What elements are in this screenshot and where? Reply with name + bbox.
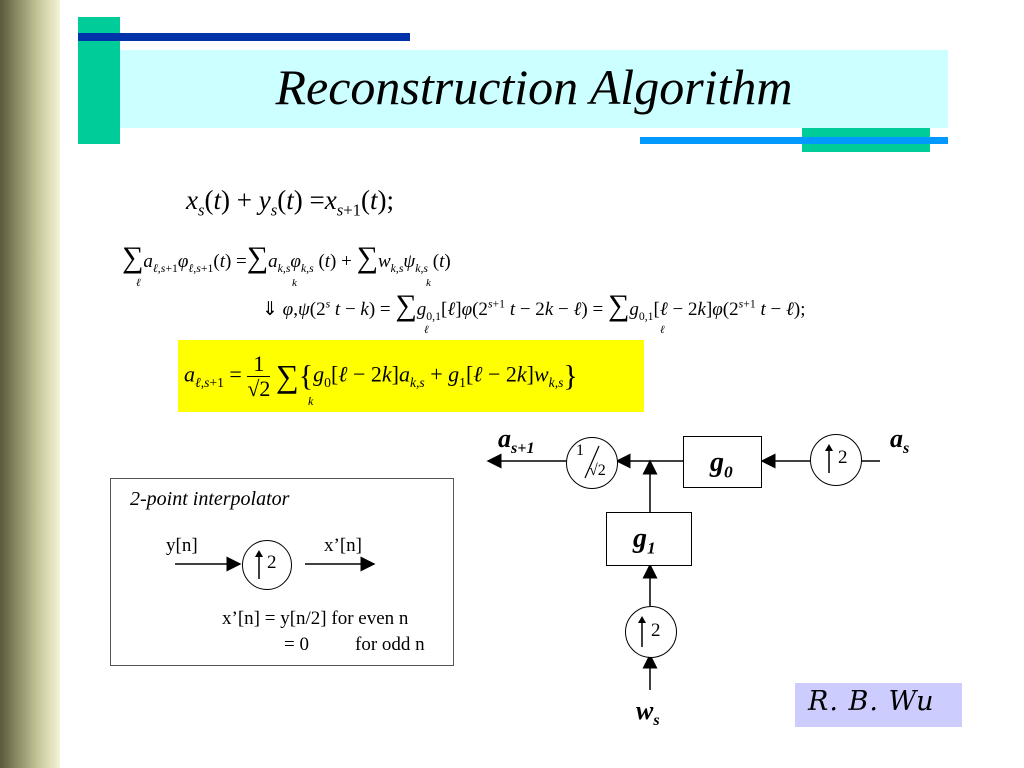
left-gradient-bar [0, 0, 60, 768]
interpolator-rule-2-value: = 0 [284, 634, 309, 655]
equation-4: aℓ,s+1 = 1 √2 ∑{g0[ℓ − 2k]ak,s + g1[ℓ − … [184, 351, 578, 402]
interpolator-input-label: y[n] [166, 535, 198, 556]
up-arrow-icon [255, 550, 263, 579]
sum-index-l-1: ℓ [136, 277, 141, 289]
interpolator-rule-2-cond: for odd n [355, 634, 425, 655]
interpolator-panel [110, 478, 454, 666]
interpolator-rule-1: x’[n] = y[n/2] for even n [222, 608, 409, 629]
sum-index-k-1: k [292, 277, 297, 289]
output-label: as+1 [498, 424, 535, 458]
upsample-factor-w: 2 [651, 620, 661, 641]
equation-1: xs(t) + ys(t) =xs+1(t); [186, 185, 395, 220]
input-a-label: as [890, 424, 910, 458]
up-arrow-icon [638, 616, 646, 647]
upsample-factor-a: 2 [838, 447, 848, 468]
upsampler-a: 2 [810, 434, 862, 486]
slide-title: Reconstruction Algorithm [275, 59, 793, 115]
title-background [120, 50, 948, 128]
interpolator-output-label: x’[n] [324, 535, 362, 556]
sum-index-k-3: k [308, 394, 314, 408]
title-blue-line-top [78, 33, 410, 41]
upsampler-w: 2 [625, 606, 677, 658]
interpolator-upsampler: 2 [242, 540, 292, 590]
title-blue-line-bottom [640, 137, 948, 144]
scale-denominator: √2 [589, 462, 606, 479]
sum-index-l-3: ℓ [660, 324, 665, 336]
input-w-label: ws [636, 696, 660, 730]
author-name: R. B. Wu [808, 686, 935, 717]
sum-index-l-2: ℓ [424, 324, 429, 336]
highlighted-equation-box [178, 340, 644, 412]
scaling-node: 1 √2 [566, 437, 618, 489]
scale-numerator: 1 [576, 442, 584, 459]
interpolator-title: 2-point interpolator [130, 488, 290, 510]
g1-filter-block: g1 [606, 512, 692, 566]
author-badge [795, 683, 962, 727]
g1-label: g1 [633, 523, 656, 558]
interpolator-factor: 2 [267, 552, 277, 573]
equation-2: ∑aℓ,s+1φℓ,s+1(t) =∑ak,sφk,s (t) + ∑wk,sψ… [122, 241, 451, 275]
g0-label: g0 [710, 447, 733, 482]
sum-index-k-2: k [426, 277, 431, 289]
g0-filter-block: g0 [683, 436, 762, 488]
up-arrow-icon [825, 444, 833, 473]
scale-slash [584, 445, 600, 479]
equation-3: ⇓ φ,ψ(2s t − k) = ∑g0,1[ℓ]φ(2s+1 t − 2k … [262, 289, 806, 323]
